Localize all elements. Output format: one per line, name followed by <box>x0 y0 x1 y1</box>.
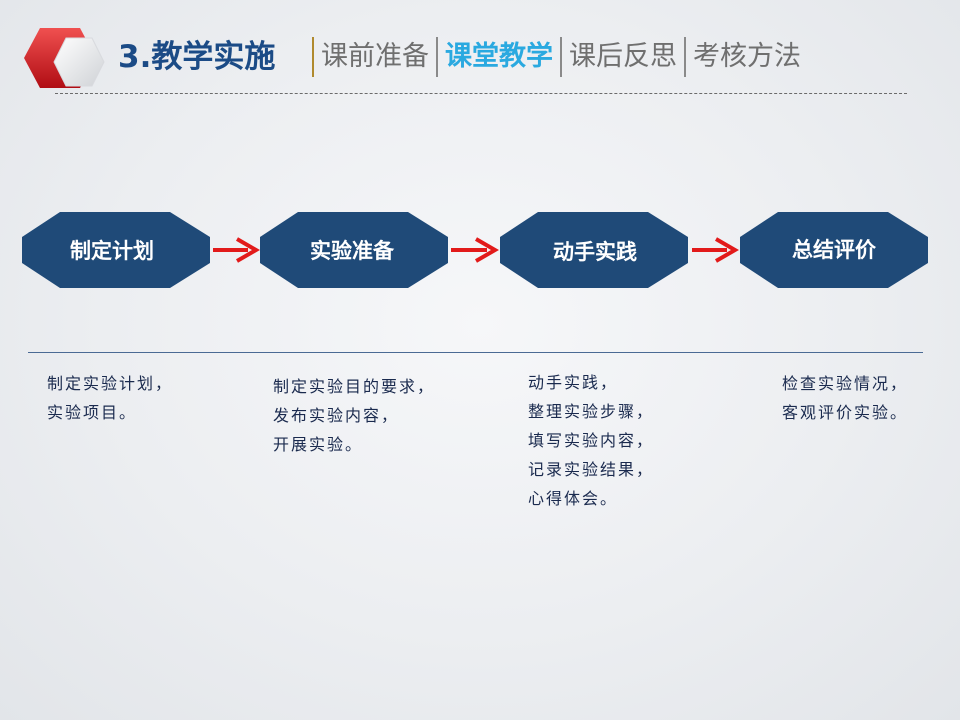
process-flow: 制定计划 实验准备 动手实践 总结评价 <box>22 212 928 288</box>
description-line: 填写实验内容， <box>528 431 655 450</box>
nav-separator <box>560 37 562 77</box>
hexagon-logo-icon <box>24 28 105 88</box>
nav-item-post-class[interactable]: 课后反思 <box>569 41 677 72</box>
step-1-description: 制定实验计划， 实验项目。 <box>47 369 173 427</box>
page-title: 3.教学实施 <box>118 39 276 75</box>
description-line: 制定实验计划， <box>47 374 174 393</box>
nav-item-pre-class[interactable]: 课前准备 <box>321 41 429 72</box>
description-line: 开展实验。 <box>273 435 364 454</box>
section-nav: 课前准备 课堂教学 课后反思 考核方法 <box>312 36 801 78</box>
step-4-description: 检查实验情况， 客观评价实验。 <box>782 369 908 427</box>
step-shape <box>500 212 688 288</box>
description-line: 整理实验步骤， <box>528 402 655 421</box>
nav-separator <box>436 37 438 77</box>
step-label: 动手实践 <box>553 240 637 264</box>
header-divider <box>55 93 907 94</box>
flow-arrow-3 <box>692 237 739 263</box>
logo <box>22 22 112 102</box>
step-2-description: 制定实验目的要求， 发布实验内容， 开展实验。 <box>273 372 435 459</box>
flow-step-4: 总结评价 <box>740 212 928 288</box>
step-label: 制定计划 <box>70 239 154 263</box>
description-line: 检查实验情况， <box>782 374 909 393</box>
description-line: 实验项目。 <box>47 403 138 422</box>
flow-step-3: 动手实践 <box>500 212 688 288</box>
step-shape <box>22 212 210 288</box>
nav-separator <box>312 37 314 77</box>
step-shape <box>260 212 448 288</box>
description-line: 制定实验目的要求， <box>273 377 436 396</box>
flow-arrow-2 <box>451 237 499 263</box>
flow-step-2: 实验准备 <box>260 212 448 288</box>
description-line: 记录实验结果， <box>528 460 655 479</box>
nav-separator <box>684 37 686 77</box>
description-line: 客观评价实验。 <box>782 403 909 422</box>
nav-item-assessment[interactable]: 考核方法 <box>693 41 801 72</box>
description-line: 动手实践， <box>528 373 619 392</box>
description-line: 心得体会。 <box>528 489 619 508</box>
step-label: 总结评价 <box>792 238 877 262</box>
content-divider <box>28 352 923 353</box>
nav-item-classroom[interactable]: 课堂教学 <box>445 41 553 72</box>
step-label: 实验准备 <box>310 239 395 263</box>
flow-step-1: 制定计划 <box>22 212 210 288</box>
flow-arrow-1 <box>213 237 260 263</box>
step-shape <box>740 212 928 288</box>
description-line: 发布实验内容， <box>273 406 400 425</box>
step-3-description: 动手实践， 整理实验步骤， 填写实验内容， 记录实验结果， 心得体会。 <box>528 368 654 513</box>
